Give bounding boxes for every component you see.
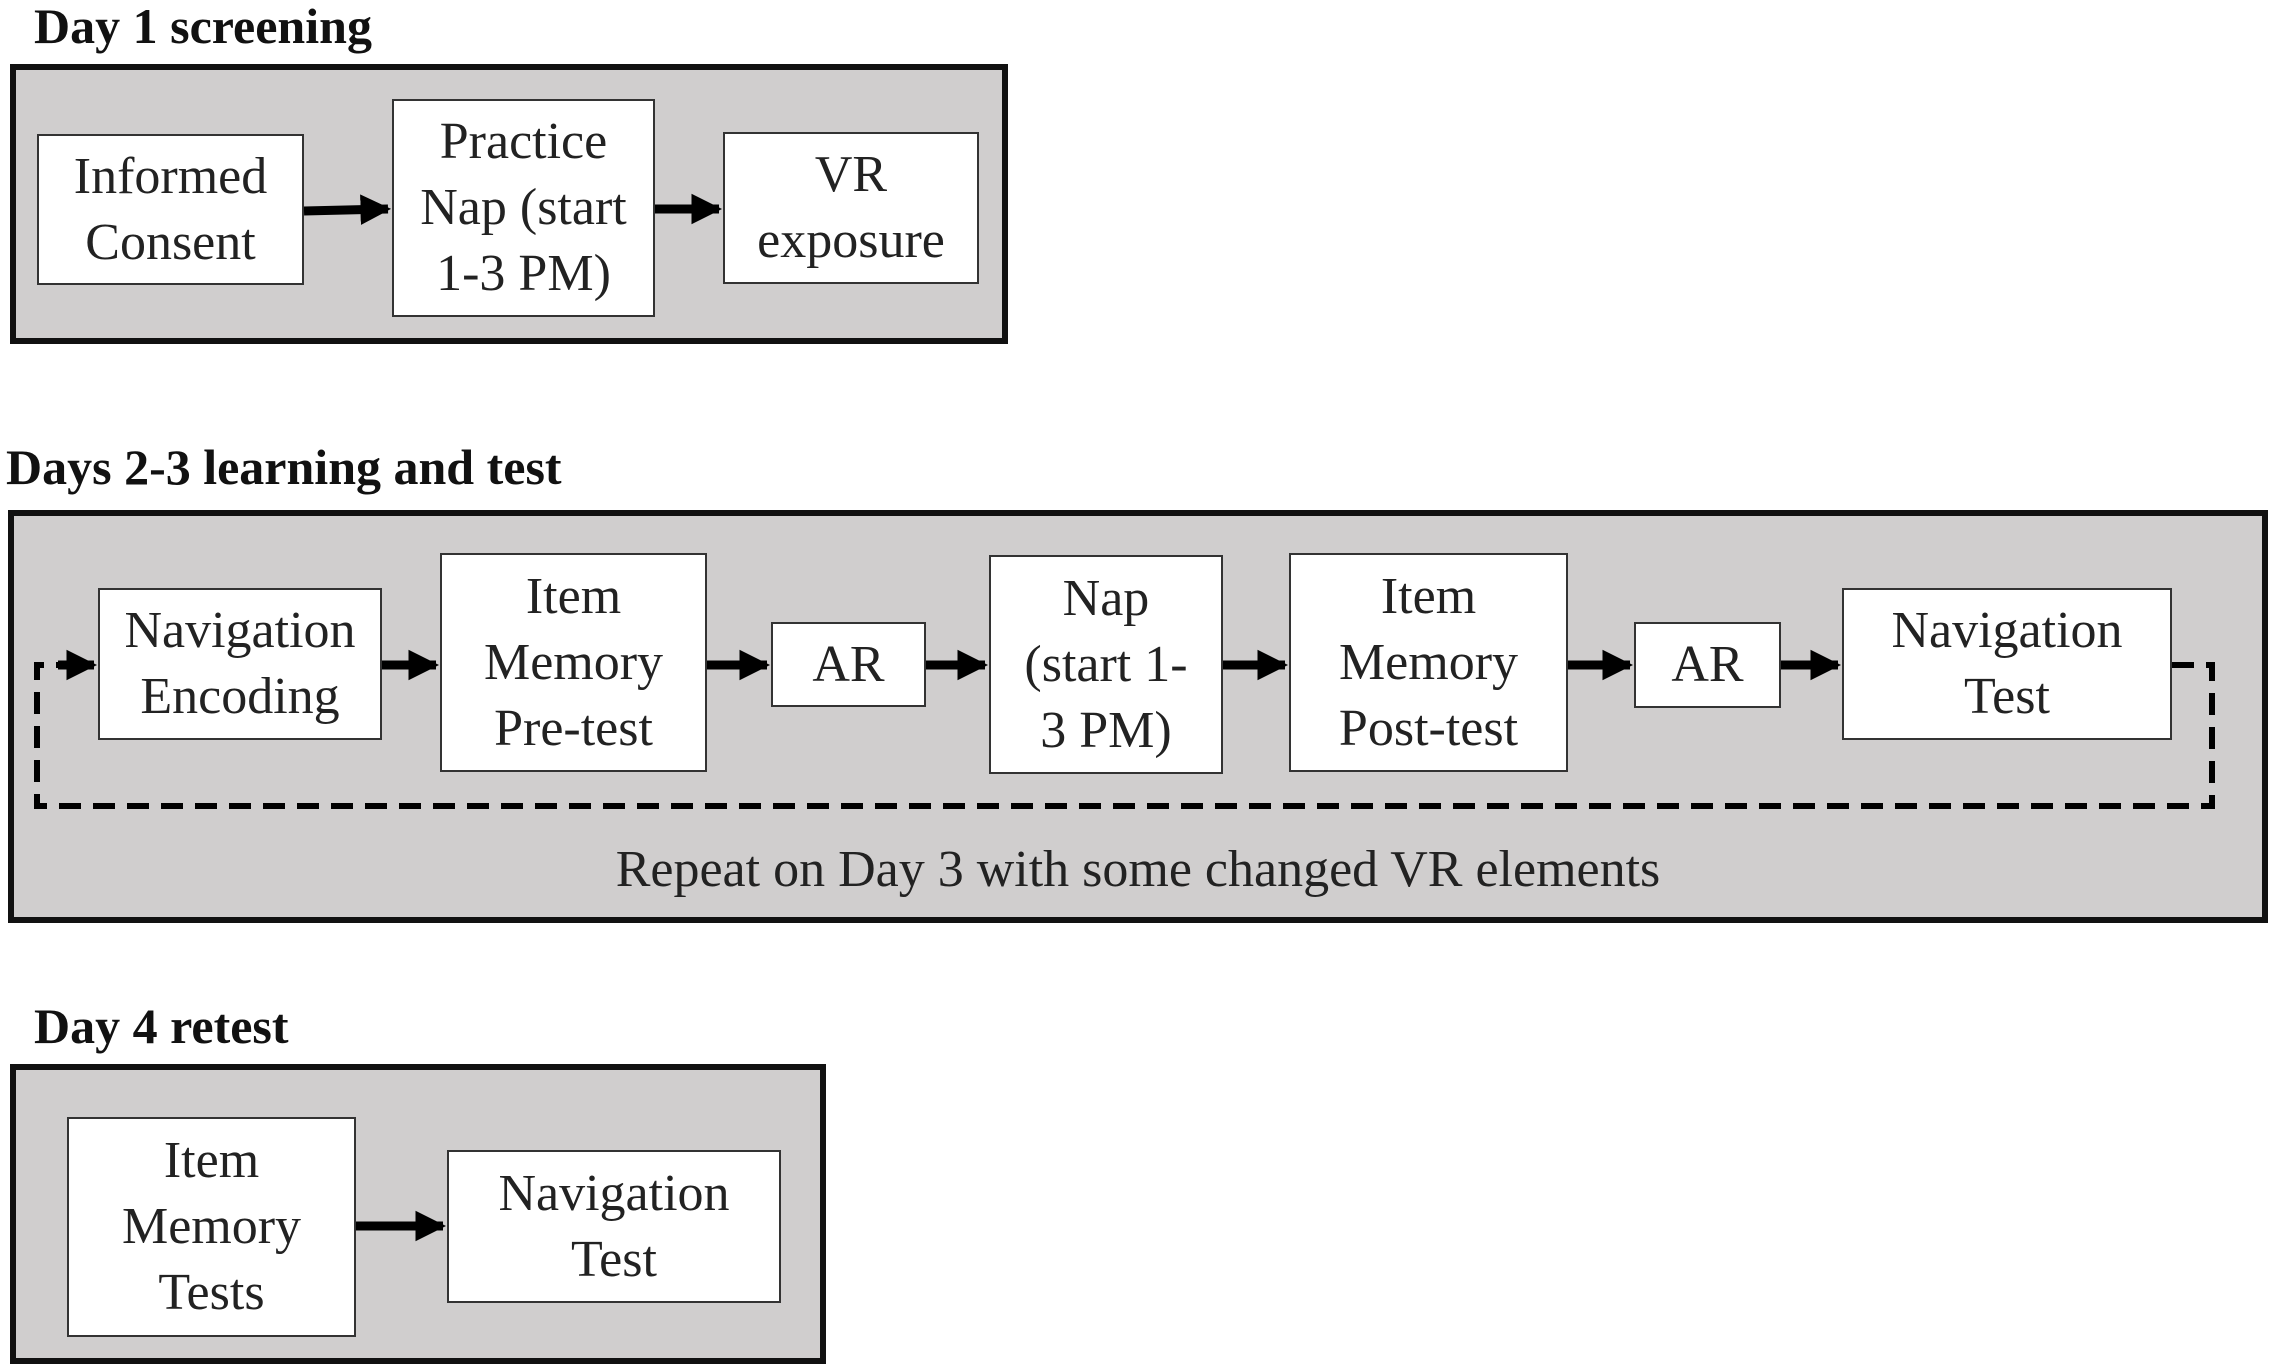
day4-title: Day 4 retest [34,998,289,1054]
day1-title: Day 1 screening [34,0,372,54]
repeat-note: Repeat on Day 3 with some changed VR ele… [615,841,1661,898]
step-ar-2: AR [1634,622,1781,708]
step-navigation-test-day23: Navigation Test [1842,588,2172,740]
step-nap: Nap (start 1- 3 PM) [989,555,1223,774]
step-informed-consent: Informed Consent [37,134,304,285]
step-navigation-encoding: Navigation Encoding [98,588,382,740]
step-ar-1: AR [771,622,926,707]
step-vr-exposure: VR exposure [723,132,979,284]
step-practice-nap: Practice Nap (start 1-3 PM) [392,99,655,317]
step-item-memory-pretest: Item Memory Pre-test [440,553,707,772]
step-navigation-test-day4: Navigation Test [447,1150,781,1303]
step-item-memory-posttest: Item Memory Post-test [1289,553,1568,772]
step-item-memory-tests: Item Memory Tests [67,1117,356,1337]
days23-title: Days 2-3 learning and test [6,439,562,495]
